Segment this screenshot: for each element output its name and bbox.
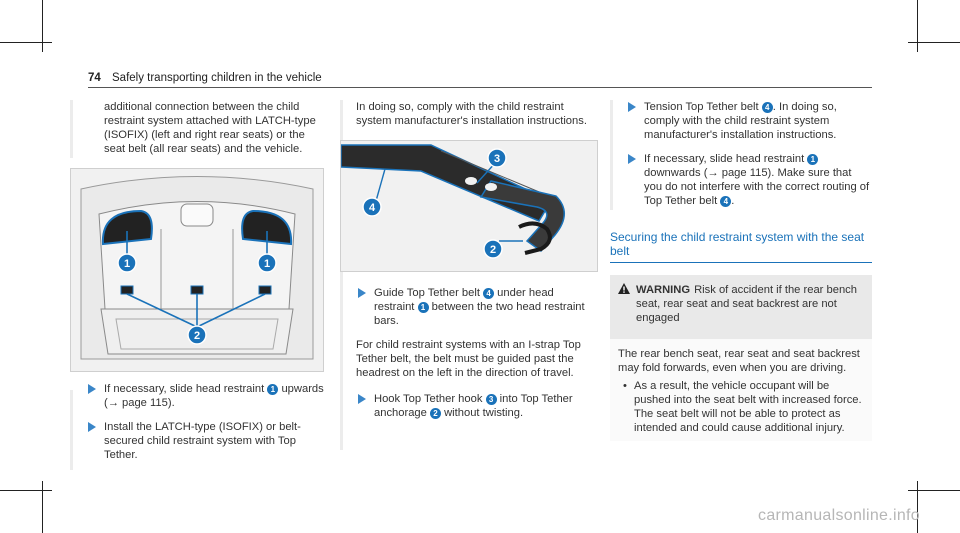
- step-guide-belt: Guide Top Tether belt 4 under head restr…: [356, 286, 596, 328]
- top-tether-illustration: 3 4 2: [341, 141, 597, 271]
- marker-ref: 4: [720, 196, 732, 207]
- crop-mark: [0, 42, 52, 43]
- left-headrest: [101, 209, 153, 246]
- column-3: Tension Top Tether belt 4. In doing so, …: [610, 100, 872, 441]
- step-arrow-icon: [88, 384, 96, 394]
- marker-4: 4: [369, 202, 376, 214]
- marker-1-left: 1: [124, 258, 130, 270]
- marker-2: 2: [194, 330, 200, 342]
- warning-body: The rear bench seat, rear seat and seat …: [610, 339, 872, 441]
- i-strap-note: For child restraint systems with an I-st…: [356, 339, 581, 379]
- marker-ref: 3: [485, 394, 497, 405]
- step-tension-belt: Tension Top Tether belt 4. In doing so, …: [626, 100, 872, 142]
- step-slide-headrest: If necessary, slide head restraint 1 upw…: [86, 382, 324, 410]
- warning-bullet: As a result, the vehicle occupant will b…: [618, 379, 864, 435]
- step-arrow-icon: [628, 102, 636, 112]
- step-slide-headrest-down: If necessary, slide head restraint 1 dow…: [626, 152, 872, 208]
- warning-title: WARNING: [636, 284, 691, 296]
- tether-anchorage: [518, 221, 552, 255]
- watermark: carmanualsonline.info: [758, 507, 920, 524]
- crop-mark: [917, 0, 918, 52]
- step-arrow-icon: [628, 154, 636, 164]
- crop-mark: [0, 490, 52, 491]
- section-rule: [610, 262, 872, 263]
- warning-icon: [618, 283, 630, 294]
- column-1: additional connection between the child …: [70, 100, 324, 472]
- crop-mark: [42, 0, 43, 52]
- marker-1-right: 1: [264, 258, 270, 270]
- step-arrow-icon: [358, 288, 366, 298]
- right-headrest: [241, 209, 293, 246]
- section-title: Securing the child restraint system with…: [610, 230, 865, 258]
- header-rule: [88, 87, 872, 88]
- column-bar: [70, 100, 73, 158]
- marker-2: 2: [490, 244, 496, 256]
- marker-ref: 4: [483, 288, 495, 299]
- page-number: 74: [88, 72, 101, 84]
- page-header: 74 Safely transporting children in the v…: [88, 72, 322, 84]
- column-2: In doing so, comply with the child restr…: [340, 100, 598, 450]
- marker-ref: 1: [417, 302, 429, 313]
- column-bar: [70, 390, 73, 470]
- intro-text: In doing so, comply with the child restr…: [356, 101, 587, 127]
- warning-head-text: Risk of accident if the rear bench seat,…: [636, 284, 858, 324]
- marker-ref: 2: [429, 408, 441, 419]
- marker-ref: 4: [761, 102, 773, 113]
- tether-belt: [341, 144, 553, 222]
- page-title: Safely transporting children in the vehi…: [112, 72, 322, 84]
- marker-ref: 1: [807, 154, 819, 165]
- step-arrow-icon: [358, 394, 366, 404]
- column-bar: [610, 100, 613, 210]
- marker-3: 3: [494, 153, 500, 165]
- tether-hook: [479, 180, 565, 253]
- crop-mark: [42, 481, 43, 533]
- step-arrow-icon: [88, 422, 96, 432]
- figure-top-tether: 3 4 2: [340, 140, 598, 272]
- warning-body-text: The rear bench seat, rear seat and seat …: [618, 348, 860, 374]
- intro-text: additional connection between the child …: [104, 101, 316, 155]
- column-bar: [340, 100, 343, 450]
- figure-rear-seats: 1 1 2: [70, 168, 324, 372]
- marker-ref: 1: [267, 384, 279, 395]
- step-install-restraint: Install the LATCH-type (ISOFIX) or belt-…: [86, 420, 324, 462]
- crop-mark: [917, 481, 918, 533]
- crop-mark: [908, 490, 960, 491]
- step-hook: Hook Top Tether hook 3 into Top Tether a…: [356, 392, 596, 420]
- rear-seats-illustration: 1 1 2: [71, 169, 323, 371]
- crop-mark: [908, 42, 960, 43]
